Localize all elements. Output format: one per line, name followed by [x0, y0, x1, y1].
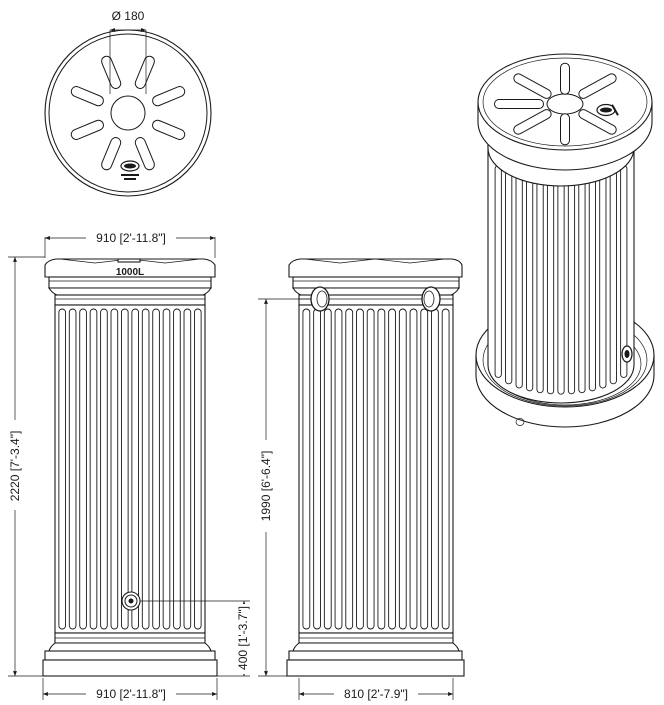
- side-width-bottom-label: 810 [2'-7.9"]: [344, 687, 408, 701]
- side-flutes: [302, 308, 450, 630]
- lid-slot: [152, 119, 186, 140]
- inlet-height-label: 1990 [6'-6.4"]: [259, 451, 273, 522]
- brand-logo: [120, 160, 140, 180]
- flute: [356, 308, 364, 630]
- front-base-moulding: [48, 642, 212, 652]
- flute: [398, 308, 407, 630]
- flute: [110, 308, 119, 630]
- flute: [120, 308, 129, 630]
- iso-flute: [546, 179, 555, 395]
- diameter-label: Ø 180: [112, 9, 145, 23]
- side-base-moulding: [292, 642, 460, 652]
- lid-inner-rim: [48, 33, 208, 193]
- flute: [334, 308, 343, 630]
- flute: [79, 308, 87, 630]
- lid-top-view: Ø 180: [44, 9, 212, 197]
- iso-flute: [599, 174, 607, 389]
- isometric-view: [475, 53, 655, 428]
- front-plinth: [42, 659, 218, 677]
- side-shaft: [298, 304, 454, 634]
- lid-slot: [134, 55, 155, 89]
- front-lid-cap: [117, 258, 141, 263]
- flute: [131, 308, 140, 630]
- lid-slot: [70, 119, 104, 140]
- flute: [388, 308, 396, 630]
- iso-flute: [515, 174, 523, 389]
- front-capital-neck: [54, 294, 206, 306]
- lid-slot: [101, 55, 122, 89]
- iso-flute: [578, 178, 586, 394]
- side-plinth: [286, 659, 465, 677]
- flute: [366, 308, 375, 630]
- front-capital-band: [48, 276, 212, 289]
- lid-slot: [134, 137, 155, 171]
- inlet-right: [421, 286, 441, 312]
- iso-flute: [526, 176, 534, 392]
- front-view: 1000L 910 [2'-11.8"] 910 [2'-11.8"]: [7, 231, 252, 701]
- front-base-band: [44, 650, 216, 661]
- side-capital-band: [292, 276, 460, 289]
- flute: [377, 308, 386, 630]
- lid-center-opening: [110, 95, 146, 131]
- iso-flute: [536, 178, 544, 394]
- flute: [100, 308, 108, 630]
- iso-flute: [494, 165, 502, 378]
- lid-slots: [70, 55, 186, 171]
- capacity-label: 1000L: [116, 267, 144, 278]
- iso-flutes: [494, 165, 628, 395]
- iso-flute: [609, 170, 617, 385]
- total-height-label: 2220 [7'-3.4"]: [8, 431, 22, 502]
- front-shaft: [54, 304, 206, 634]
- iso-base-drain: [515, 418, 525, 426]
- flute: [68, 308, 77, 630]
- flute: [89, 308, 98, 630]
- flute: [141, 308, 150, 630]
- front-lid: [44, 258, 216, 278]
- front-capital-moulding: [48, 287, 212, 296]
- flute: [409, 308, 418, 630]
- flute: [420, 308, 429, 630]
- lid-slot: [101, 137, 122, 171]
- flute: [193, 308, 202, 630]
- front-width-bottom-label: 910 [2'-11.8"]: [96, 687, 166, 701]
- flute: [173, 308, 181, 630]
- flute: [431, 308, 439, 630]
- flute: [152, 308, 160, 630]
- side-lid: [288, 258, 463, 278]
- front-flutes: [58, 308, 202, 630]
- side-view: 1990 [6'-6.4"] 810 [2'-7.9"]: [257, 258, 465, 701]
- iso-flute: [567, 179, 576, 395]
- side-base-band: [288, 650, 463, 661]
- iso-lid-slots: [494, 62, 617, 146]
- front-width-top-label: 910 [2'-11.8"]: [96, 231, 166, 245]
- flute: [345, 308, 354, 630]
- flute: [441, 308, 450, 630]
- flute: [162, 308, 171, 630]
- lid-slot: [70, 86, 104, 107]
- flute: [58, 308, 67, 630]
- iso-outlet: [621, 345, 633, 363]
- flute: [313, 308, 321, 630]
- iso-lid-logo: [596, 103, 619, 117]
- side-lid-ridges: [304, 258, 446, 264]
- inlet-left: [310, 286, 330, 312]
- outlet-height-label: 400 [1'-3.7"]: [236, 606, 250, 670]
- flute: [302, 308, 311, 630]
- iso-flute: [557, 179, 565, 395]
- flute: [183, 308, 192, 630]
- lid-slot: [152, 86, 186, 107]
- flute: [323, 308, 332, 630]
- iso-flute: [505, 170, 513, 385]
- iso-flute: [588, 176, 596, 392]
